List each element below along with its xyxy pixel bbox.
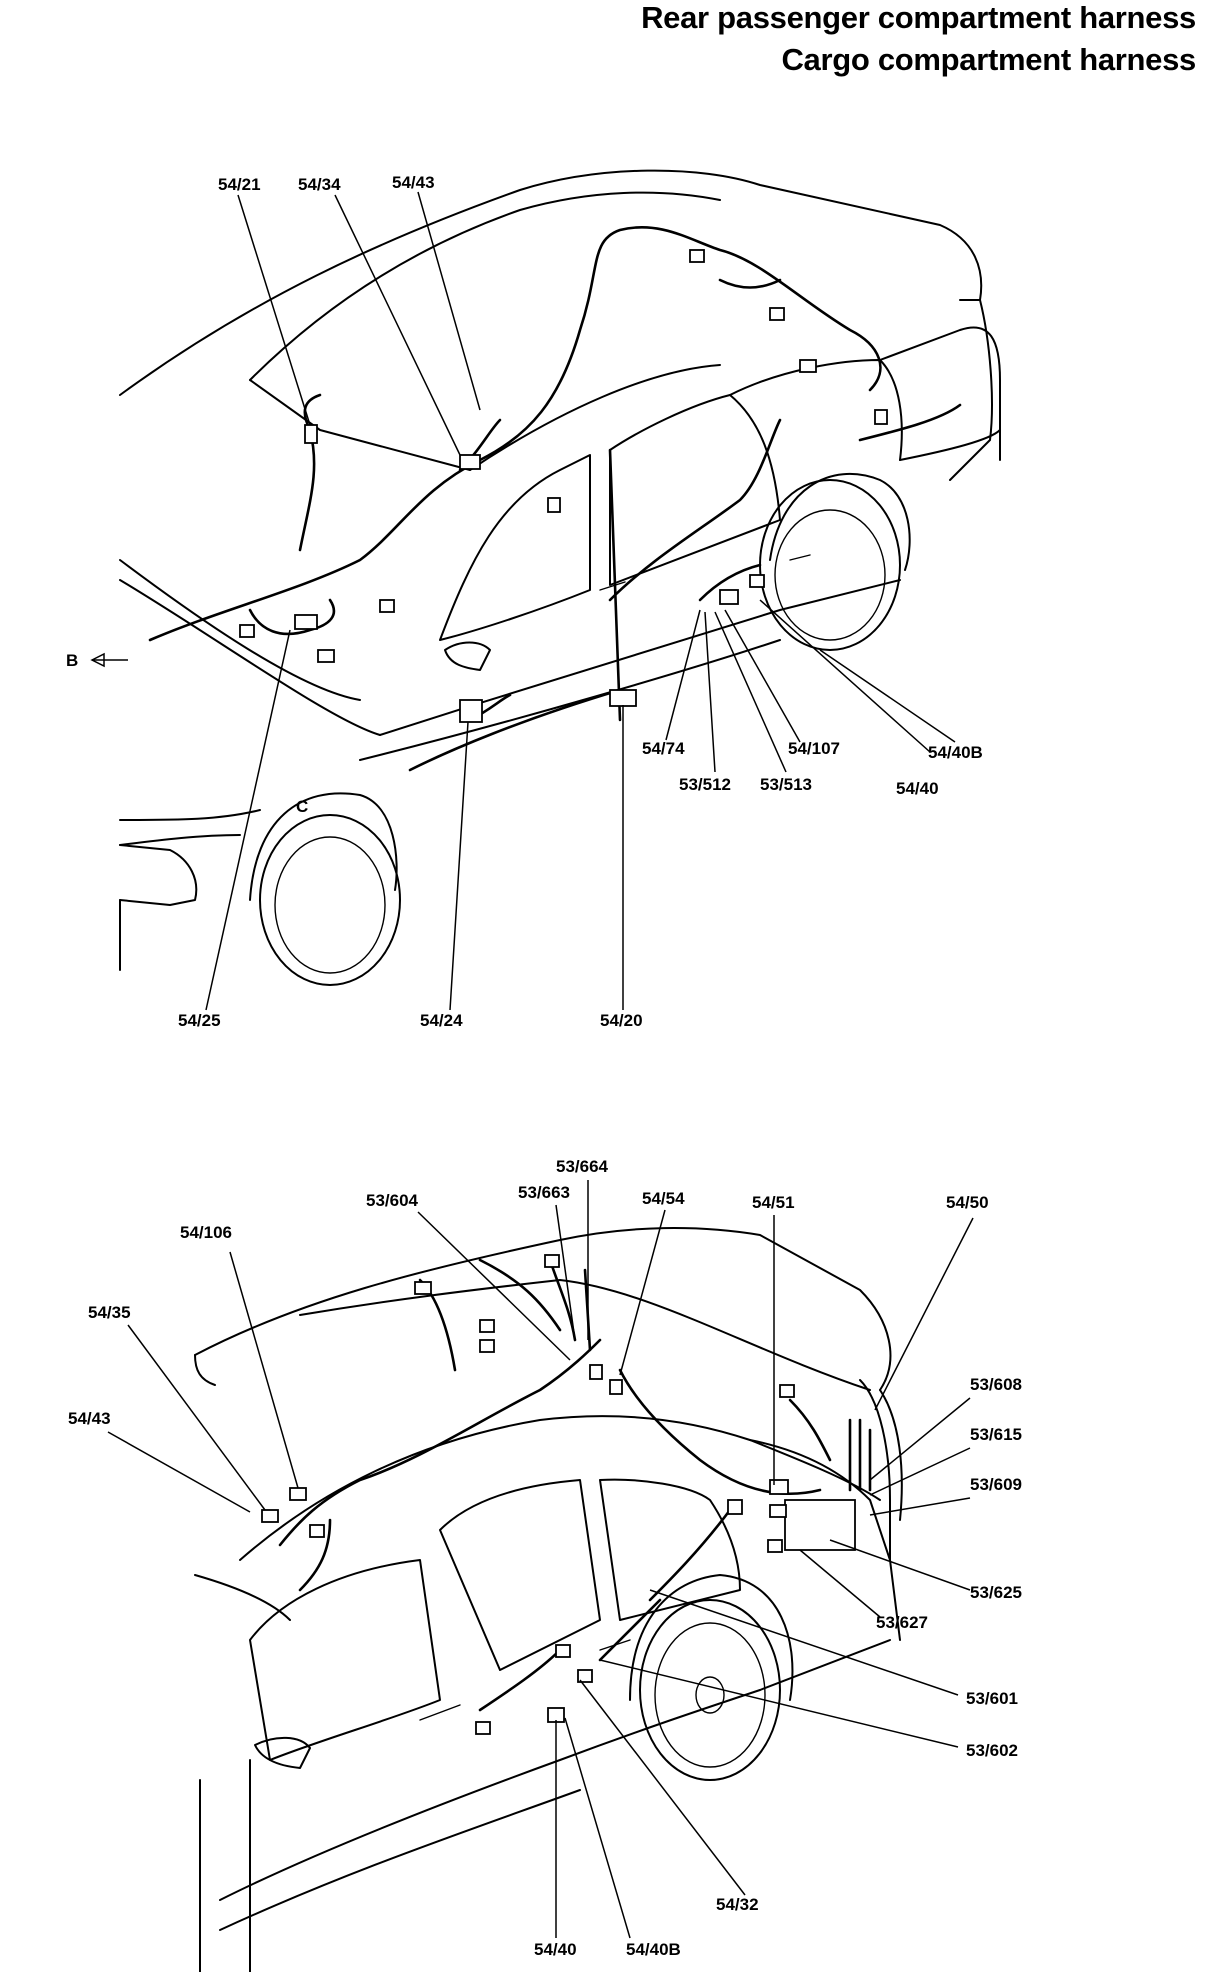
top-diagram: 54/21 54/34 54/43 B C 54/74 53/512 53/51… [66, 169, 1001, 1030]
top-labels: 54/21 54/34 54/43 B C 54/74 53/512 53/51… [66, 173, 983, 1030]
label-53-608: 53/608 [970, 1375, 1022, 1394]
label-53-625: 53/625 [970, 1583, 1022, 1602]
label-53-601: 53/601 [966, 1689, 1018, 1708]
bottom-leader-lines [107, 1180, 974, 1939]
label-54-51: 54/51 [752, 1193, 795, 1212]
label-54-43-bottom: 54/43 [68, 1409, 111, 1428]
label-53-513: 53/513 [760, 775, 812, 794]
label-54-74: 54/74 [642, 739, 685, 758]
title-line-1: Rear passenger compartment harness [641, 0, 1196, 35]
label-53-512: 53/512 [679, 775, 731, 794]
label-b: B [66, 651, 78, 670]
bottom-diagram: 53/664 53/663 53/604 54/54 54/51 54/50 5… [68, 1157, 1022, 1972]
label-54-35: 54/35 [88, 1303, 131, 1322]
label-53-615: 53/615 [970, 1425, 1022, 1444]
label-54-32: 54/32 [716, 1895, 759, 1914]
label-54-107: 54/107 [788, 739, 840, 758]
top-harness-wires [148, 225, 962, 772]
top-leader-lines [90, 191, 956, 1011]
label-54-106: 54/106 [180, 1223, 232, 1242]
label-54-20: 54/20 [600, 1011, 643, 1030]
label-54-25: 54/25 [178, 1011, 221, 1030]
label-53-609: 53/609 [970, 1475, 1022, 1494]
sedan-body-outline [119, 169, 1001, 986]
label-54-40b: 54/40B [928, 743, 983, 762]
label-53-602: 53/602 [966, 1741, 1018, 1760]
bottom-labels: 53/664 53/663 53/604 54/54 54/51 54/50 5… [68, 1157, 1022, 1959]
label-54-24: 54/24 [420, 1011, 463, 1030]
label-53-664: 53/664 [556, 1157, 609, 1176]
label-54-40: 54/40 [896, 779, 939, 798]
bottom-connectors [261, 1254, 856, 1735]
label-c: C [296, 797, 308, 816]
label-54-21: 54/21 [218, 175, 261, 194]
label-53-627: 53/627 [876, 1613, 928, 1632]
label-54-54: 54/54 [642, 1189, 685, 1208]
top-connectors [239, 249, 888, 723]
wagon-body-outline [194, 1227, 903, 1972]
label-53-663: 53/663 [518, 1183, 570, 1202]
label-54-40b-bottom: 54/40B [626, 1940, 681, 1959]
label-54-43: 54/43 [392, 173, 435, 192]
label-54-50: 54/50 [946, 1193, 989, 1212]
label-54-34: 54/34 [298, 175, 341, 194]
label-54-40-bottom: 54/40 [534, 1940, 577, 1959]
label-53-604: 53/604 [366, 1191, 419, 1210]
title-line-2: Cargo compartment harness [781, 42, 1196, 77]
